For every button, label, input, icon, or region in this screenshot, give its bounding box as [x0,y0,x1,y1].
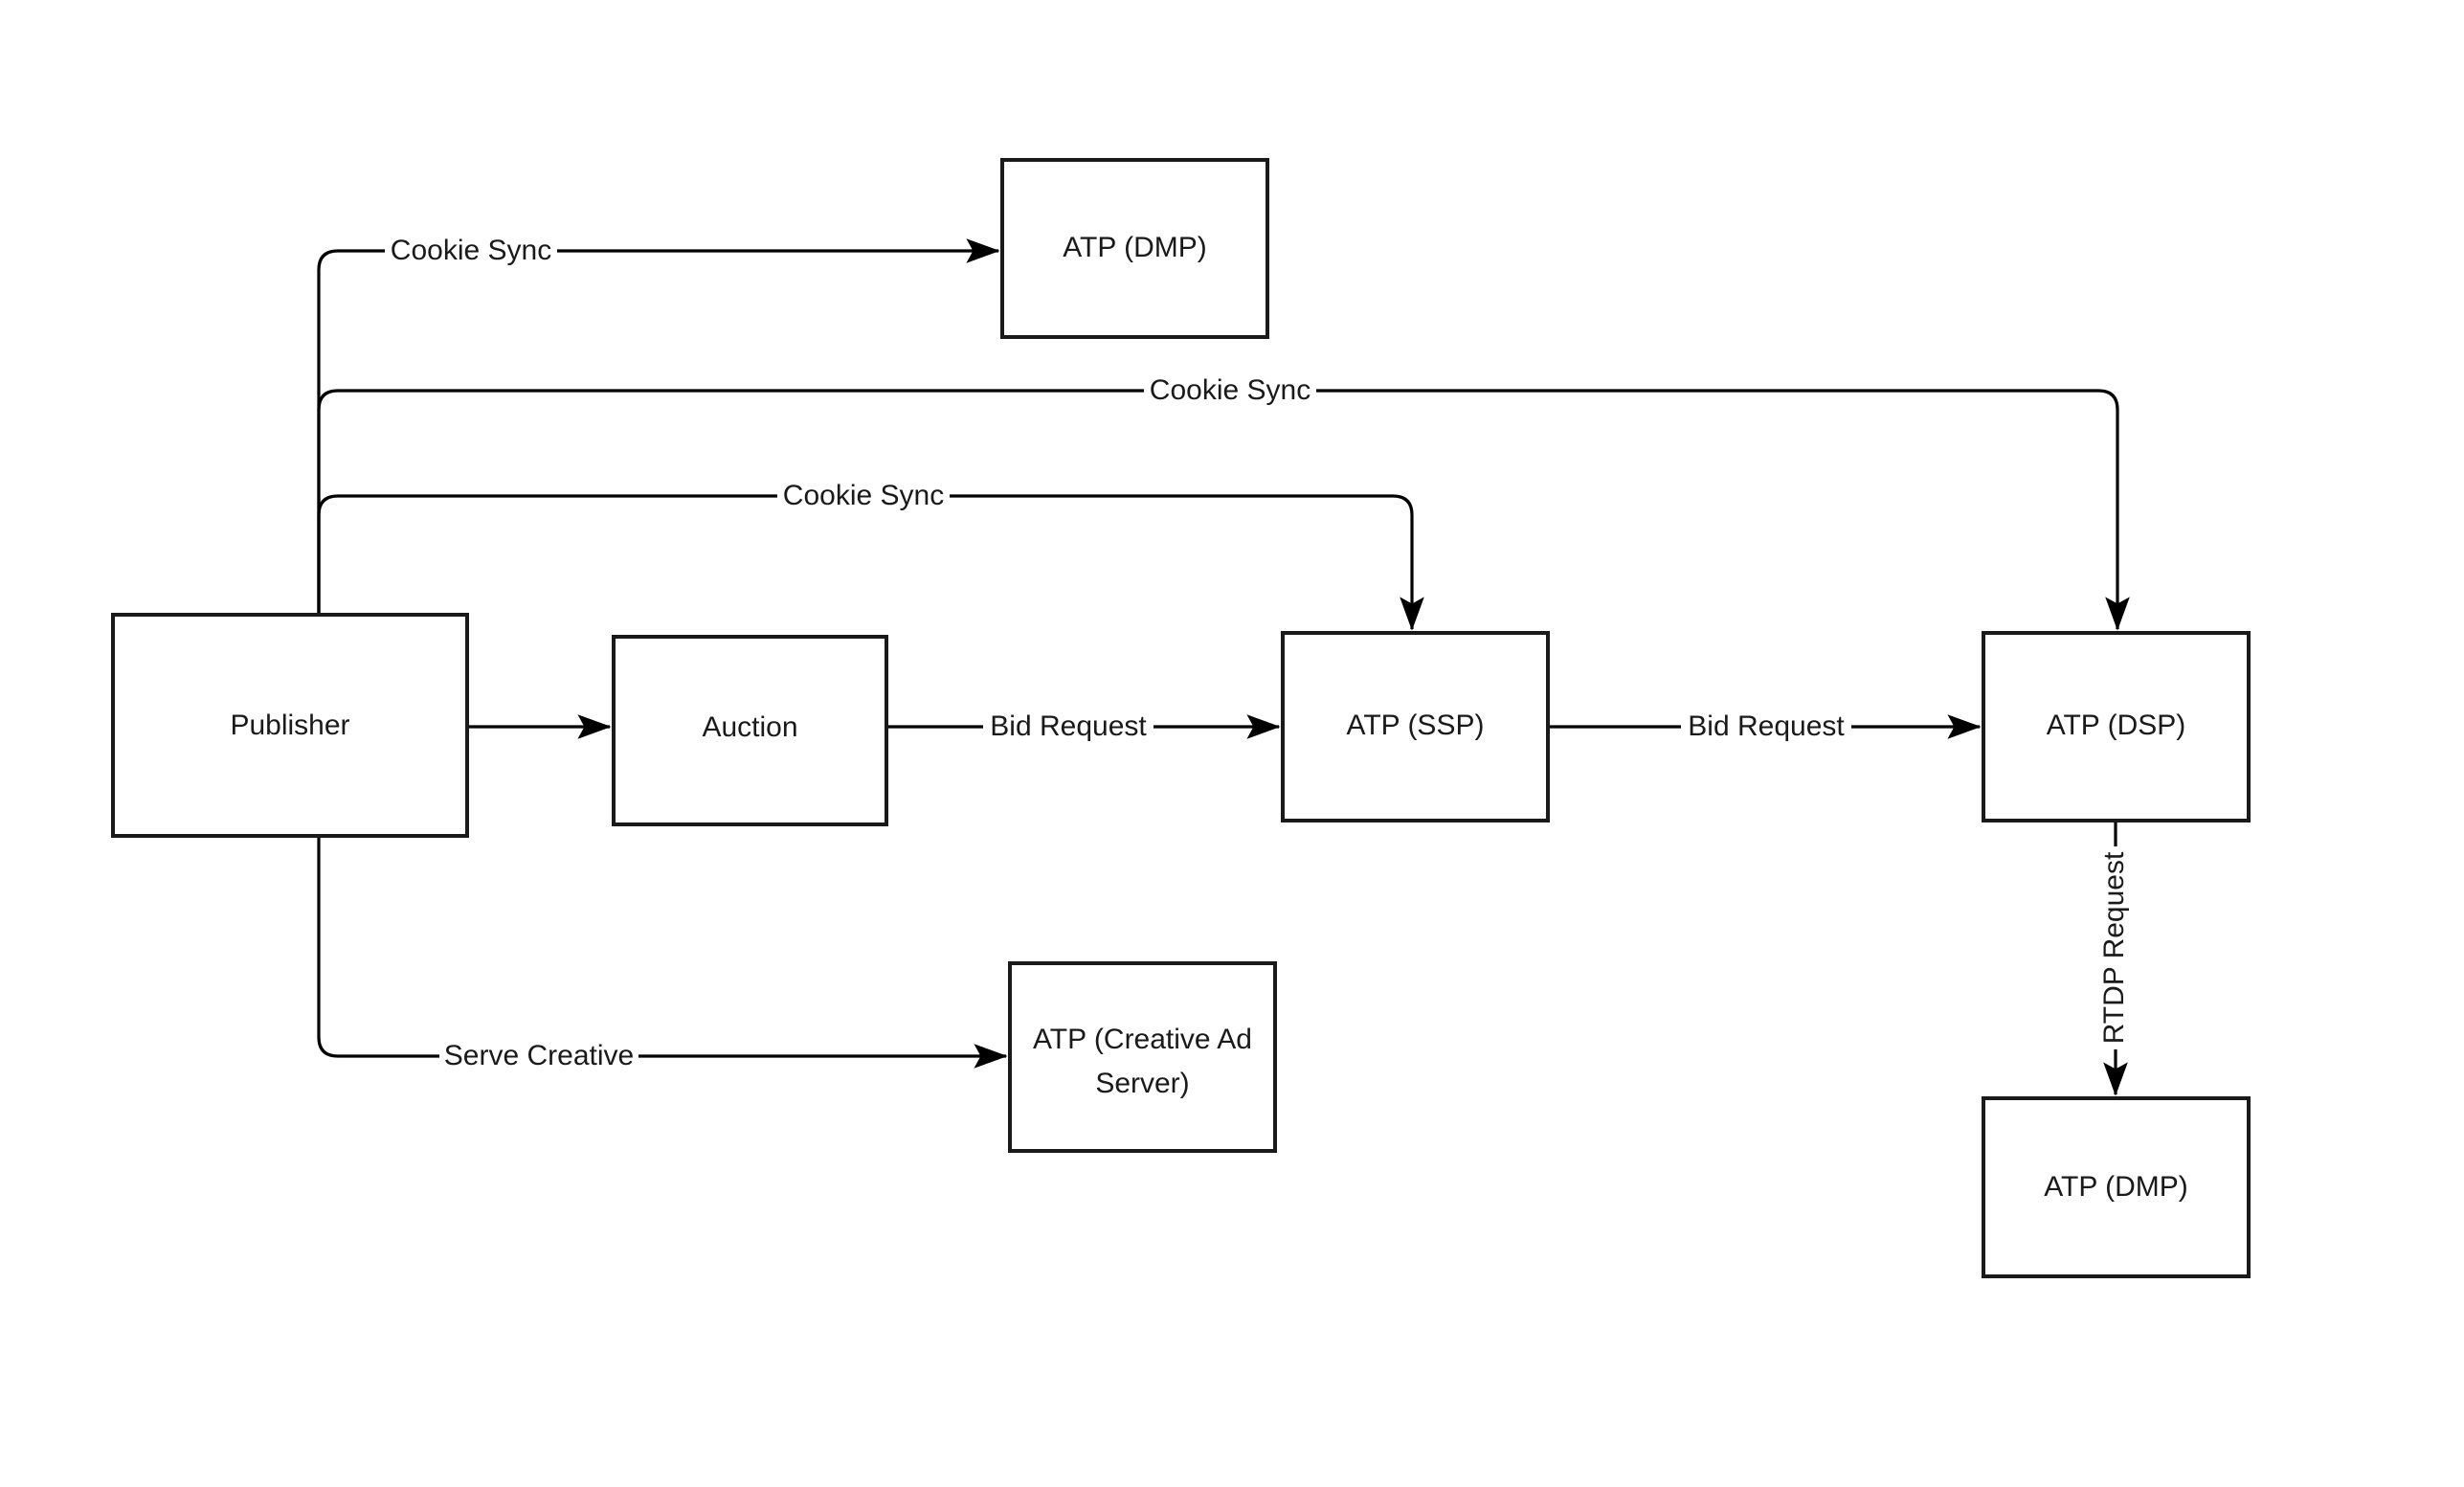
node-atp-creative-ad-server[interactable]: ATP (Creative Ad Server) [1008,961,1277,1153]
node-label: ATP (SSP) [1347,710,1485,741]
edge-label-text: Cookie Sync [1150,374,1310,406]
node-box[interactable] [1281,631,1550,822]
edge-label-text: Serve Creative [444,1040,634,1071]
edge-label-layer: Cookie Sync Cookie Sync Cookie Sync Bid … [385,233,2135,1076]
edge-cookie-sync-to-dsp[interactable] [317,389,2130,631]
node-atp-dsp[interactable]: ATP (DSP) [1982,631,2251,822]
edge-label-rtdp-request: RTDP Request [2096,846,2135,1049]
edge-label-text: Bid Request [1688,710,1845,742]
node-box[interactable] [111,613,469,838]
node-auction[interactable]: Auction [612,635,888,826]
node-atp-dmp-bottom[interactable]: ATP (DMP) [1982,1096,2251,1278]
edge-label-cookie-sync-dmp: Cookie Sync [385,233,557,271]
edge-publisher-to-creative-serve-creative[interactable] [317,836,1008,1069]
node-label: Auction [702,711,797,743]
node-atp-dmp-top[interactable]: ATP (DMP) [1000,158,1269,339]
edge-label-text: RTDP Request [2098,851,2130,1044]
node-box[interactable] [1982,631,2251,822]
node-atp-ssp[interactable]: ATP (SSP) [1281,631,1550,822]
edge-label-bid-request-ssp: Bid Request [983,709,1154,747]
node-label-line2: Server) [1095,1068,1189,1099]
edge-label-text: Cookie Sync [391,235,551,266]
edge-label-cookie-sync-dsp: Cookie Sync [1144,372,1316,411]
node-publisher[interactable]: Publisher [111,613,469,838]
node-layer: ATP (DMP) Publisher Auction ATP (SSP) AT… [111,158,2251,1278]
node-label-line1: ATP (Creative Ad [1033,1024,1252,1055]
node-box[interactable] [612,635,888,826]
node-label: Publisher [230,710,349,741]
edge-label-bid-request-dsp: Bid Request [1681,709,1851,747]
edge-label-text: Bid Request [990,710,1147,742]
node-label: ATP (DSP) [2047,710,2186,741]
node-label: ATP (DMP) [2044,1171,2188,1203]
edge-label-serve-creative: Serve Creative [439,1038,638,1076]
node-box[interactable] [1000,158,1269,339]
node-box[interactable] [1982,1096,2251,1278]
edge-label-cookie-sync-ssp: Cookie Sync [777,478,950,516]
edge-label-text: Cookie Sync [783,480,944,511]
node-box[interactable] [1008,961,1277,1153]
node-label: ATP (DMP) [1063,232,1207,263]
edge-cookie-sync-to-dmp[interactable] [317,238,1000,615]
